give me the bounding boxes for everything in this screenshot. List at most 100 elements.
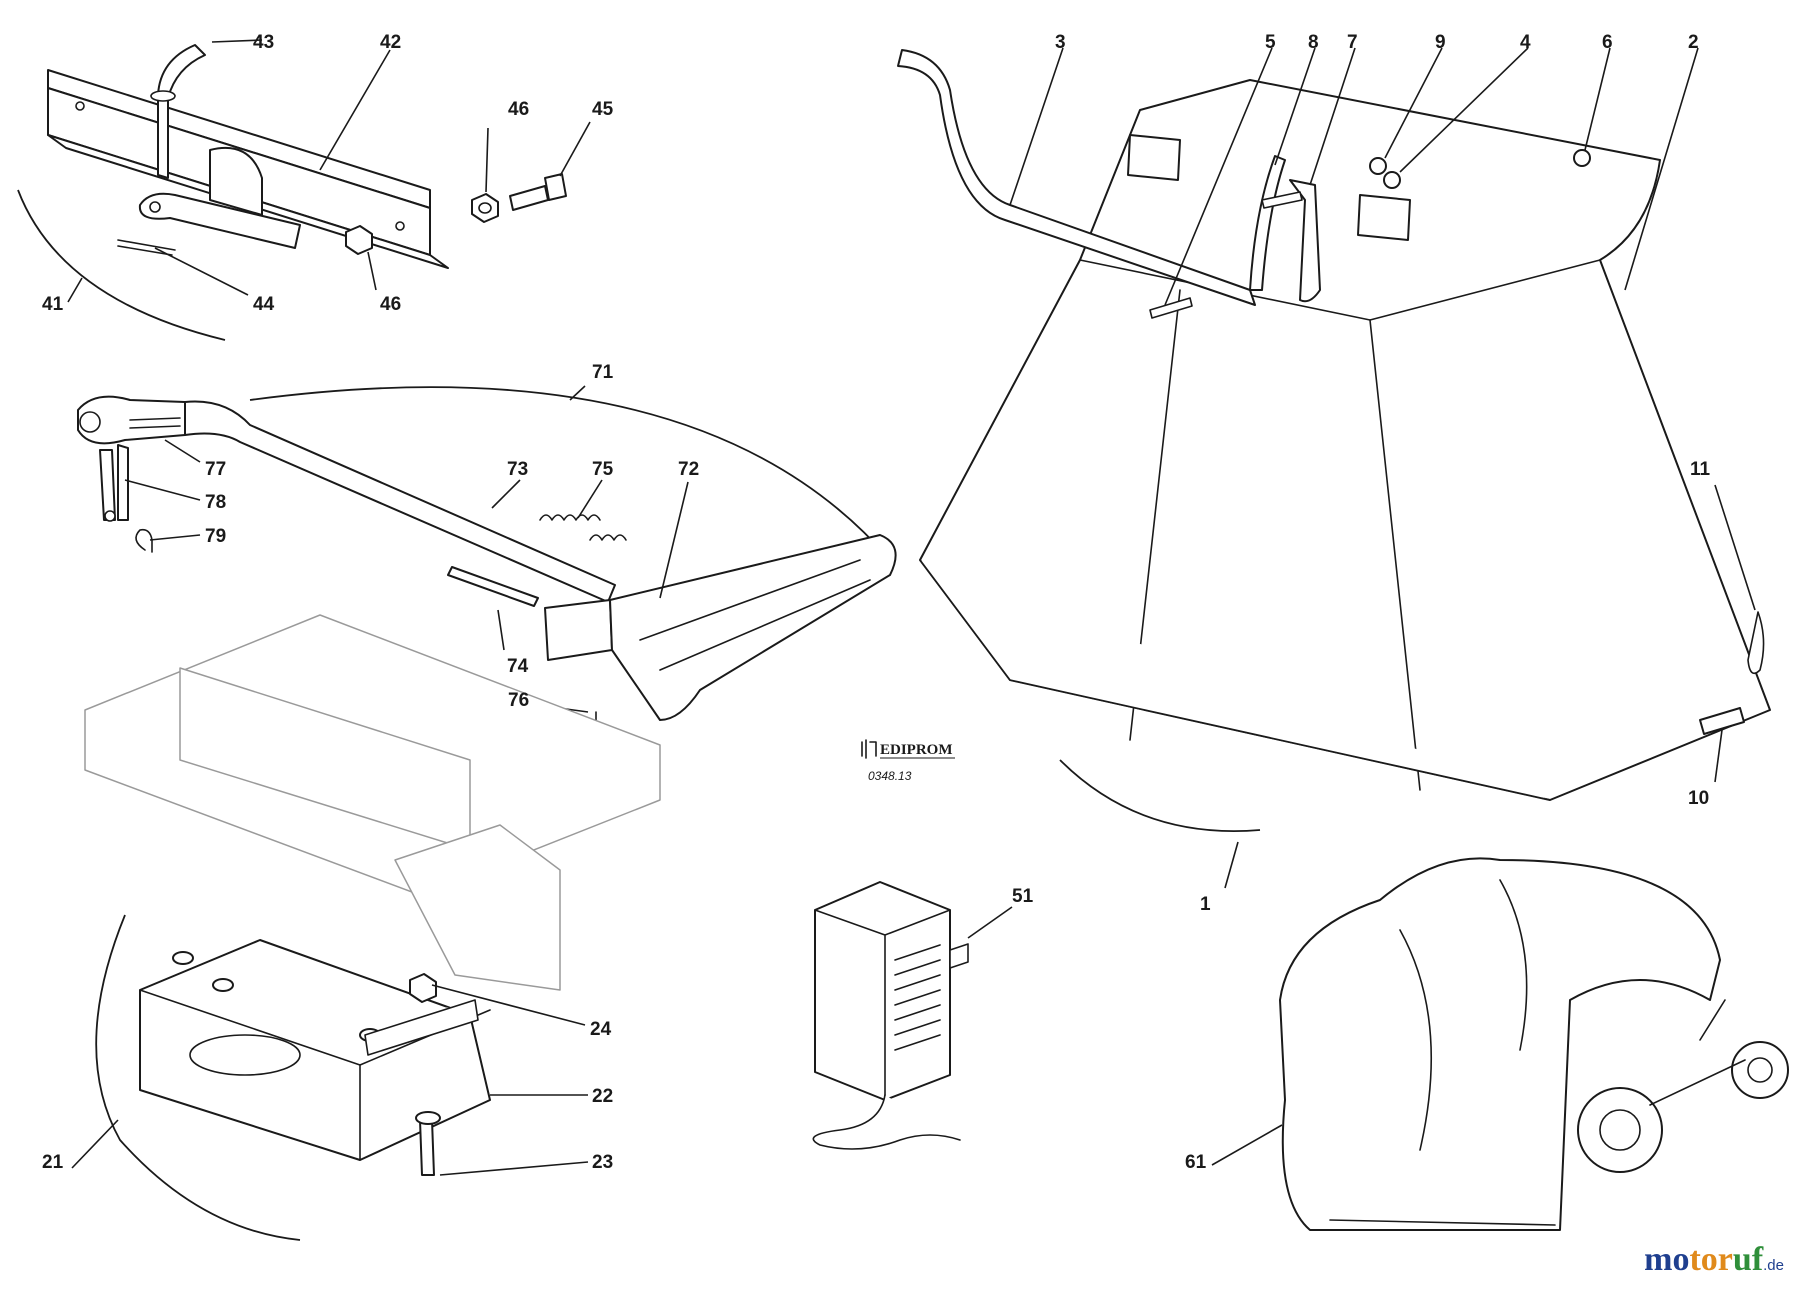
leader-11 [1714,484,1756,611]
link-78-b [99,449,116,521]
battery-charger-group [812,881,1013,1150]
leader-24 [431,984,586,1026]
callout-8: 8 [1308,32,1319,53]
washer-4 [1383,171,1401,189]
bracket-hole-a [75,101,85,111]
leader-8 [1274,47,1316,166]
callout-4: 4 [1520,32,1531,53]
callout-9: 9 [1435,32,1446,53]
callout-45: 45 [592,99,614,120]
leader-44 [154,247,249,296]
callout-23: 23 [592,1152,613,1173]
ballast-weight-group [71,614,661,1241]
bracket-22 [364,999,479,1056]
cap-6 [1573,149,1591,167]
hitch-block [209,146,263,216]
leader-75 [577,479,603,519]
callout-73: 73 [507,459,528,480]
bolt-5 [1149,297,1193,319]
collector-seam-a [1369,319,1421,791]
bolt-23 [419,1119,435,1176]
charger-edges [814,909,951,1101]
weight-stud-b [212,978,234,992]
leader-46b [367,251,377,291]
ediprom-stamp: EDIPROM 0348.13 [861,739,955,783]
clip-44 [117,239,176,256]
tractor-chassis [1649,999,1746,1106]
callout-10: 10 [1688,788,1709,809]
spring-75-a [539,514,601,521]
hook-79 [135,528,153,553]
callout-42: 42 [380,32,401,53]
callout-74: 74 [507,656,529,677]
leader-42 [319,49,391,171]
callout-46-bottom: 46 [380,294,401,315]
rear-wheel-hub [1599,1109,1641,1151]
pin-43-shaft [157,94,169,179]
leader-41 [67,277,83,303]
shoe-72-ribs [639,559,871,671]
callout-6: 6 [1602,32,1613,53]
group-41-arc [17,189,226,341]
callout-2: 2 [1688,32,1699,53]
rod-74 [447,566,539,607]
bolt-45-head [544,173,567,201]
collector-handle-3 [897,49,1256,306]
leader-72 [659,481,689,599]
front-wheel-hub [1747,1057,1773,1083]
link-78-hole [104,510,116,522]
pin-10 [1699,707,1745,735]
charger-body-51 [814,881,951,1101]
leader-46a [485,127,489,193]
charger-cable [812,1094,961,1150]
leader-45 [559,121,591,177]
collector-bottom-rim [919,559,1551,801]
callout-44: 44 [253,294,275,315]
watermark-part-2: tor [1689,1241,1733,1278]
leader-51 [967,906,1013,939]
callout-72: 72 [678,459,699,480]
leader-78 [124,479,201,501]
lever-assembly-group [77,385,897,729]
nut-46-hole [478,202,492,214]
weight-stud-a [172,951,194,965]
leader-2 [1624,47,1699,291]
frame-ghost-leg [394,824,561,991]
callout-3: 3 [1055,32,1066,53]
ediprom-brand: EDIPROM [880,742,953,758]
tractor-cover-group [1211,857,1789,1231]
leader-6 [1584,47,1611,151]
callout-46-top: 46 [508,99,529,120]
callout-22: 22 [592,1086,613,1107]
callout-1: 1 [1200,894,1211,915]
cover-folds [1399,879,1528,1151]
hitch-plate [138,192,301,249]
bolt-45-shank [509,185,549,211]
charger-vents [894,944,941,1051]
nut-46-mounted [345,225,373,255]
watermark-tld: .de [1763,1257,1784,1274]
callout-7: 7 [1347,32,1358,53]
callout-79: 79 [205,526,226,547]
grass-collector-group [897,47,1771,889]
leader-61 [1211,1124,1283,1166]
watermark-part-3: uf [1732,1241,1764,1278]
pin-43-collar [150,90,176,102]
callout-77: 77 [205,459,226,480]
callout-43: 43 [253,32,274,53]
clip-11 [1747,611,1765,675]
group-71-arc [249,386,891,561]
ediprom-logo-icon [861,739,877,759]
grip-ribs [129,417,181,429]
callout-labels: 1 2 3 4 5 6 7 8 9 10 11 21 22 23 24 41 4… [42,32,1711,1173]
nut-24 [409,973,437,1003]
leader-43 [211,39,263,43]
lever-rod-73 [184,400,616,603]
callout-78: 78 [205,492,226,513]
grip-knob-icon [79,411,101,433]
drawing-code: 0348.13 [868,769,912,783]
leader-23 [439,1161,589,1176]
leader-1 [1224,841,1239,889]
drawbar-bracket-group [17,39,591,341]
